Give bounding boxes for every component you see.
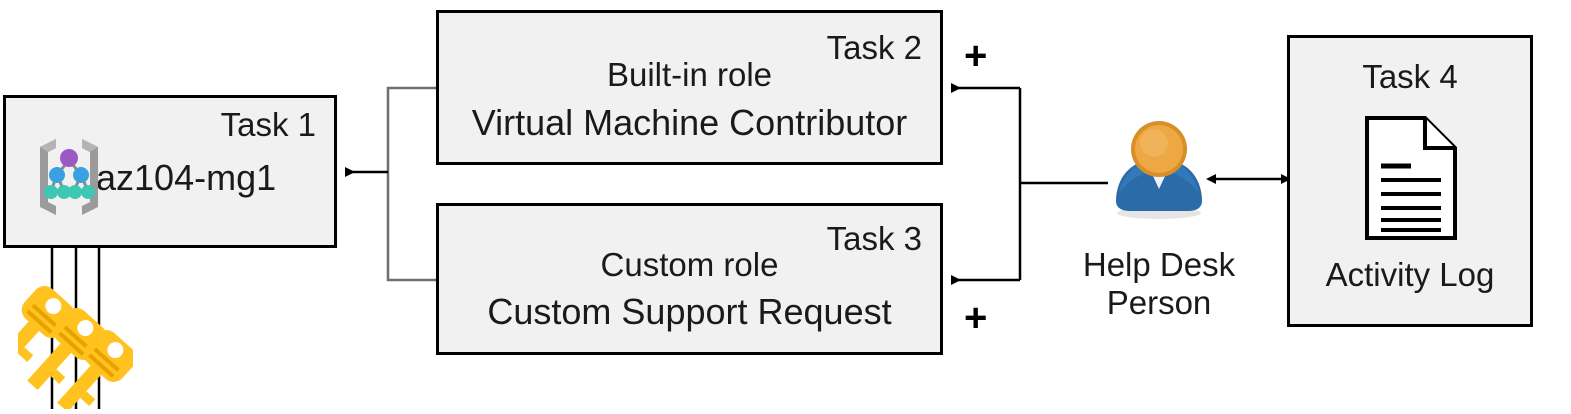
task1-box[interactable]: Task 1 az104-mg1 bbox=[3, 95, 337, 248]
management-group-icon bbox=[30, 133, 108, 221]
task2-tag: Task 2 bbox=[826, 29, 922, 66]
task2-line2: Virtual Machine Contributor bbox=[471, 102, 908, 143]
task3-line1: Custom role bbox=[600, 246, 779, 283]
task1-label: az104-mg1 bbox=[96, 157, 277, 198]
person-caption-line1: Help Desk bbox=[1082, 246, 1236, 283]
task3-tag: Task 3 bbox=[826, 220, 922, 257]
task2-line1: Built-in role bbox=[606, 56, 773, 93]
person-icon bbox=[1106, 119, 1212, 219]
three-keys-icon bbox=[0, 282, 137, 413]
person-caption-line2: Person bbox=[1106, 283, 1212, 321]
task3-line2: Custom Support Request bbox=[487, 291, 892, 332]
task2-plus-operator: + bbox=[964, 34, 988, 78]
task3-box[interactable]: Task 3 Custom role Custom Support Reques… bbox=[436, 203, 943, 355]
task3-plus-operator: + bbox=[964, 296, 988, 340]
person-caption: Help Desk Person bbox=[1046, 246, 1272, 322]
task4-label: Activity Log bbox=[1325, 256, 1495, 293]
task4-box[interactable]: Task 4 Activity Log bbox=[1287, 35, 1533, 327]
task2-box[interactable]: Task 2 Built-in role Virtual Machine Con… bbox=[436, 10, 943, 165]
connector-tasks-to-task1 bbox=[345, 86, 436, 282]
document-icon bbox=[1363, 114, 1459, 242]
task4-tag: Task 4 bbox=[1362, 58, 1458, 95]
task1-tag: Task 1 bbox=[220, 106, 316, 143]
